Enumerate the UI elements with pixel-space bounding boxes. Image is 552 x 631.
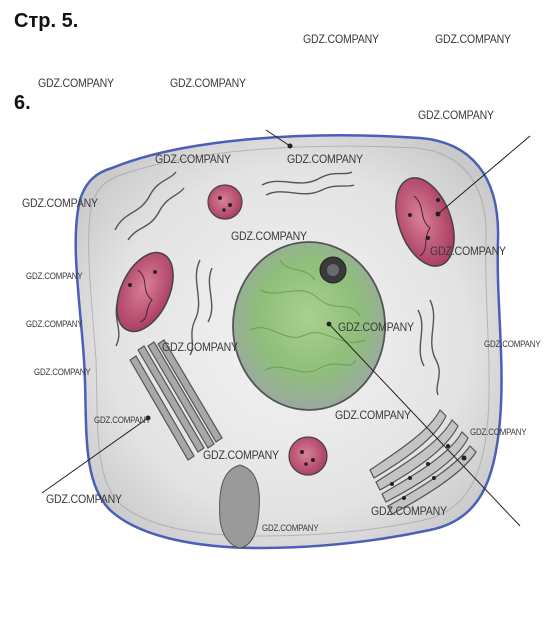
- nucleus: [232, 241, 386, 411]
- membrane-indentation: [219, 464, 260, 549]
- watermark: GDZ.COMPANY: [335, 408, 411, 422]
- golgi-apparatus: [369, 408, 477, 515]
- watermark: GDZ.COMPANY: [430, 244, 506, 258]
- endoplasmic-reticulum: [114, 171, 440, 396]
- watermark: GDZ.COMPANY: [162, 340, 238, 354]
- watermark: GDZ.COMPANY: [26, 319, 83, 329]
- watermark: GDZ.COMPANY: [435, 32, 511, 46]
- watermark: GDZ.COMPANY: [470, 427, 527, 437]
- task-number: 6.: [14, 92, 31, 114]
- watermark: GDZ.COMPANY: [46, 492, 122, 506]
- lysosome-bottom: [288, 436, 328, 476]
- mitochondrion-left: [116, 251, 174, 333]
- page-heading: Стр. 5.: [14, 10, 79, 32]
- watermark: GDZ.COMPANY: [418, 108, 494, 122]
- watermark: GDZ.COMPANY: [203, 448, 279, 462]
- leader-lines: [41, 129, 531, 527]
- watermark: GDZ.COMPANY: [287, 152, 363, 166]
- microtubule-bundle: [129, 339, 223, 461]
- watermark: GDZ.COMPANY: [38, 76, 114, 90]
- watermark: GDZ.COMPANY: [94, 415, 151, 425]
- watermark: GDZ.COMPANY: [484, 339, 541, 349]
- watermark: GDZ.COMPANY: [22, 196, 98, 210]
- watermark: GDZ.COMPANY: [371, 504, 447, 518]
- lysosome-top: [207, 184, 243, 220]
- watermark: GDZ.COMPANY: [303, 32, 379, 46]
- watermark: GDZ.COMPANY: [338, 320, 414, 334]
- watermark: GDZ.COMPANY: [26, 271, 83, 281]
- watermark: GDZ.COMPANY: [262, 523, 319, 533]
- mitochondrion-right: [395, 177, 455, 267]
- watermark: GDZ.COMPANY: [170, 76, 246, 90]
- watermark: GDZ.COMPANY: [231, 229, 307, 243]
- watermark: GDZ.COMPANY: [155, 152, 231, 166]
- watermark: GDZ.COMPANY: [34, 367, 91, 377]
